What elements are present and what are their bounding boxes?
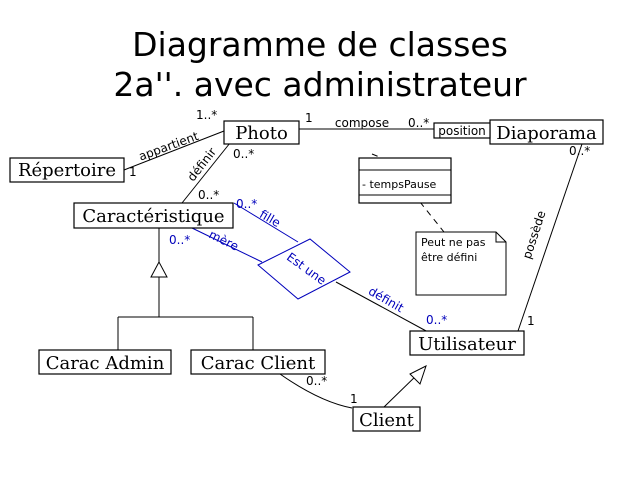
class-carac-admin: Carac Admin	[46, 353, 165, 374]
label-compose: compose	[335, 116, 389, 130]
class-photo-box	[223, 120, 300, 145]
mult-utilisateur-possede: 1	[527, 314, 535, 328]
generalization-triangle-client	[409, 365, 427, 385]
note-link	[419, 201, 445, 233]
mult-photo-repertoire: 1..*	[196, 108, 217, 122]
label-definit: définit	[366, 284, 406, 315]
class-diaporama: Diaporama	[496, 123, 597, 144]
class-utilisateur-box	[409, 330, 525, 356]
class-utilisateur: Utilisateur	[418, 334, 516, 355]
class-caracteristique-box	[73, 202, 234, 229]
edge-photo-caracteristique	[181, 142, 231, 204]
class-diaporama-box	[489, 119, 604, 145]
mult-diaporama-compose: 0..*	[408, 116, 429, 130]
label-appartient: appartient	[137, 129, 201, 164]
class-caracteristique: Caractéristique	[82, 206, 224, 227]
generalization-triangle-carac	[150, 260, 168, 278]
label-fille: fille	[257, 207, 283, 230]
mult-repertoire-photo: 1	[129, 165, 137, 179]
class-repertoire: Répertoire	[18, 160, 116, 181]
mult-client-caracclient: 1	[350, 392, 358, 406]
edge-mere	[191, 227, 263, 263]
class-repertoire-box	[9, 157, 125, 183]
note-line-2: être défini	[421, 251, 477, 264]
mult-diaporama-possede: 0..*	[569, 144, 590, 158]
mult-photo-carac: 0..*	[233, 147, 254, 161]
edge-photo-repertoire	[123, 130, 225, 171]
note-box	[415, 231, 507, 296]
attribute-temps-pause: - tempsPause	[362, 178, 437, 191]
class-carac-admin-box	[38, 349, 172, 375]
class-client: Client	[359, 410, 415, 431]
title-line-2: 2a''. avec administrateur	[113, 65, 527, 104]
edge-caracclient-client	[279, 373, 353, 409]
label-mere: mère	[207, 227, 241, 253]
note-line-1: Peut ne pas	[421, 236, 486, 249]
mult-utilisateur-definit: 0..*	[426, 313, 447, 327]
edge-diaporama-utilisateur	[517, 143, 583, 332]
class-photo: Photo	[235, 123, 288, 144]
class-carac-client: Carac Client	[201, 353, 316, 374]
edge-definit	[335, 281, 429, 333]
edge-fille	[233, 202, 299, 243]
assoc-class-link	[371, 153, 383, 159]
note-fold	[495, 232, 506, 243]
mult-mere: 0..*	[169, 233, 190, 247]
mult-carac-photo: 0..*	[198, 188, 219, 202]
mult-caracclient-client: 0..*	[306, 374, 327, 388]
qualifier-position-box	[433, 122, 491, 139]
qualifier-position: position	[438, 124, 486, 138]
mult-fille: 0..*	[236, 197, 257, 211]
class-client-box	[352, 406, 421, 432]
association-diamond	[257, 238, 351, 300]
mult-photo-compose: 1	[305, 111, 313, 125]
title-line-1: Diagramme de classes	[132, 25, 508, 64]
class-carac-client-box	[190, 349, 326, 375]
